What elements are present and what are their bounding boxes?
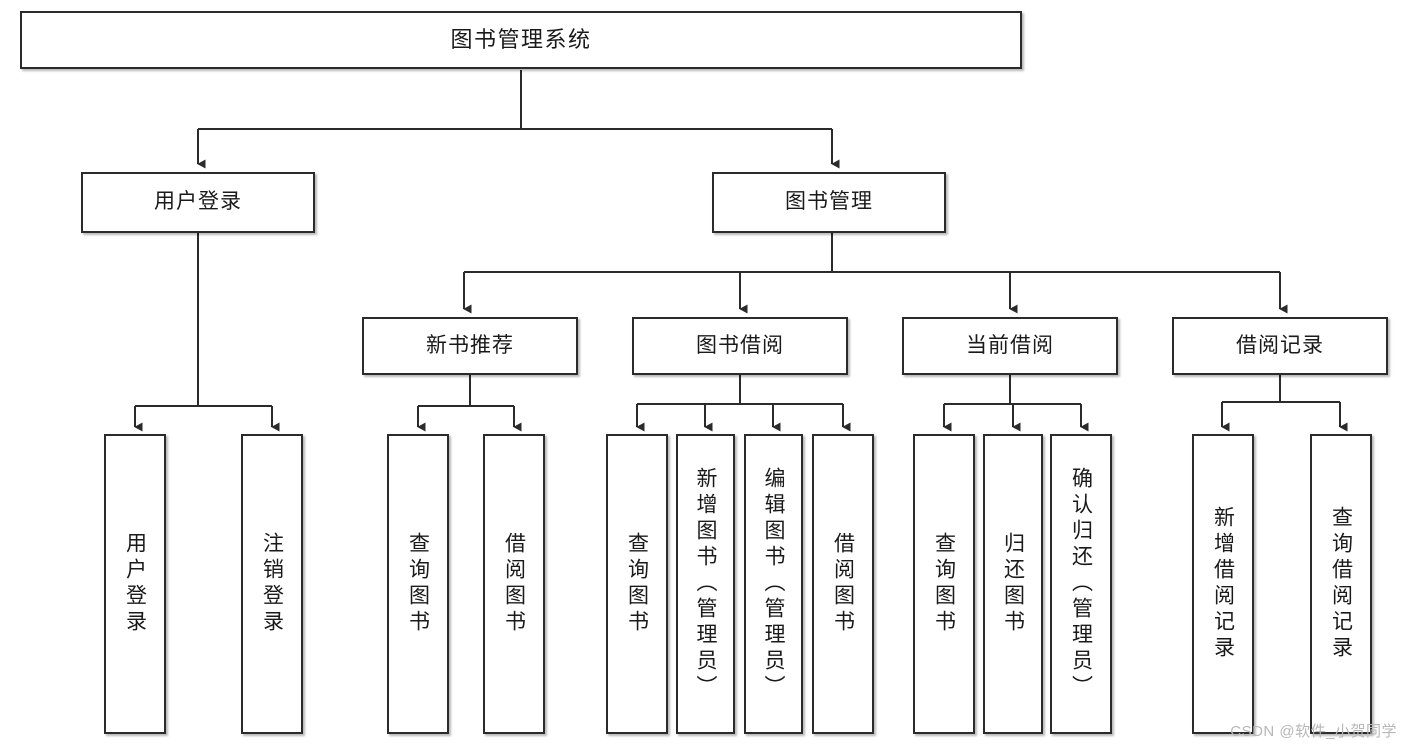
node-label: 用户登录: [154, 190, 242, 214]
node-leaf-query-book-borrow[interactable]: 查询图书: [606, 434, 668, 734]
node-leaf-borrow-book[interactable]: 借阅图书: [812, 434, 874, 734]
node-label: 注销登录: [260, 532, 284, 636]
node-user-login[interactable]: 用户登录: [81, 172, 315, 233]
node-label: 图书借阅: [696, 333, 784, 357]
node-leaf-user-login[interactable]: 用户登录: [104, 434, 166, 734]
node-label: 借阅图书: [831, 532, 855, 636]
node-borrow-record[interactable]: 借阅记录: [1172, 317, 1388, 375]
node-leaf-query-borrow-record[interactable]: 查询借阅记录: [1310, 434, 1372, 734]
node-leaf-borrow-book-newbook[interactable]: 借阅图书: [483, 434, 545, 734]
csdn-watermark: CSDN @软件_小贺同学: [1230, 723, 1397, 740]
node-label: 新增图书（管理员）: [694, 467, 717, 701]
node-leaf-logout[interactable]: 注销登录: [241, 434, 303, 734]
node-book-borrow[interactable]: 图书借阅: [632, 317, 848, 375]
node-label: 新增借阅记录: [1211, 506, 1235, 662]
node-leaf-edit-book-admin[interactable]: 编辑图书（管理员）: [744, 434, 803, 734]
node-label: 图书管理系统: [450, 27, 592, 53]
node-leaf-query-book-newbook[interactable]: 查询图书: [387, 434, 449, 734]
node-label: 查询图书: [625, 532, 649, 636]
node-label: 借阅记录: [1236, 333, 1324, 357]
node-root-book-management-system[interactable]: 图书管理系统: [20, 11, 1022, 69]
node-book-management[interactable]: 图书管理: [712, 172, 946, 233]
node-label: 新书推荐: [426, 333, 514, 357]
node-label: 用户登录: [123, 532, 147, 636]
node-leaf-add-book-admin[interactable]: 新增图书（管理员）: [676, 434, 735, 734]
node-label: 归还图书: [1001, 532, 1025, 636]
node-label: 查询图书: [406, 532, 430, 636]
node-leaf-confirm-return-admin[interactable]: 确认归还（管理员）: [1050, 434, 1112, 734]
node-leaf-add-borrow-record[interactable]: 新增借阅记录: [1192, 434, 1254, 734]
node-current-borrow[interactable]: 当前借阅: [902, 317, 1118, 375]
node-label: 查询图书: [932, 532, 956, 636]
node-leaf-return-book[interactable]: 归还图书: [983, 434, 1043, 734]
node-label: 图书管理: [785, 190, 873, 214]
node-label: 查询借阅记录: [1329, 506, 1353, 662]
node-new-book-recommend[interactable]: 新书推荐: [362, 317, 578, 375]
node-label: 当前借阅: [966, 333, 1054, 357]
node-label: 借阅图书: [502, 532, 526, 636]
node-label: 确认归还（管理员）: [1069, 467, 1093, 701]
node-label: 编辑图书（管理员）: [762, 467, 785, 701]
node-leaf-query-book-current[interactable]: 查询图书: [913, 434, 975, 734]
